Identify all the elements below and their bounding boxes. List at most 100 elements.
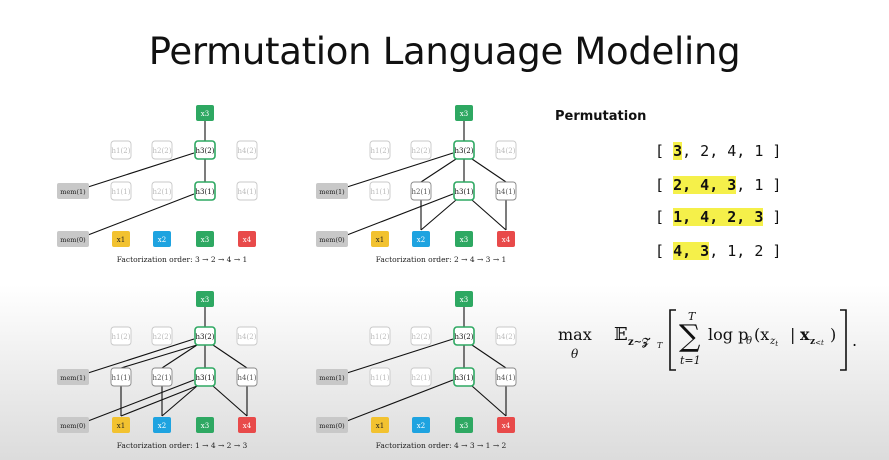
input-token-label: x2: [417, 422, 425, 430]
input-token-label: x3: [460, 236, 468, 244]
input-token-label: x2: [158, 236, 166, 244]
input-token: [196, 417, 214, 433]
memory-node: [57, 417, 89, 433]
formula-right-bracket: [840, 309, 847, 371]
hidden-state-label: h3(2): [196, 147, 215, 155]
hidden-state-node: [110, 181, 132, 201]
hidden-state-label: h2(2): [412, 147, 431, 155]
formula-term-args: (x: [754, 325, 769, 344]
svg-text:): ): [830, 325, 836, 344]
hidden-state-label: h1(1): [112, 188, 131, 196]
hidden-state-label: h3(2): [455, 147, 474, 155]
formula-sum-top: T: [688, 310, 697, 323]
hidden-state-label: h2(2): [412, 333, 431, 341]
memory-label: mem(0): [319, 236, 345, 244]
hidden-state-node: [194, 140, 216, 160]
hidden-state-node: [151, 367, 173, 387]
factorization-caption: Factorization order: 3 → 2 → 4 → 1: [117, 255, 248, 264]
memory-label: mem(0): [60, 236, 86, 244]
hidden-state-node: [495, 326, 517, 346]
hidden-state-node: [453, 367, 475, 387]
permutation-item: 1: [754, 142, 764, 160]
permutation-item: 2: [673, 176, 683, 194]
formula-trailing: .: [852, 331, 857, 350]
hidden-state-label: h3(2): [196, 333, 215, 341]
hidden-state-label: h3(1): [455, 188, 474, 196]
hidden-state-label: h2(2): [153, 147, 172, 155]
hidden-state-label: h4(2): [238, 333, 257, 341]
hidden-state-label: h3(2): [455, 333, 474, 341]
permutation-row-1: [ 3, 2, 4, 1 ]: [655, 142, 782, 160]
permutation-item: 2: [754, 242, 764, 260]
hidden-state-node: [410, 140, 432, 160]
input-token: [112, 231, 130, 247]
memory-node: [316, 417, 348, 433]
factorization-caption: Factorization order: 4 → 3 → 1 → 2: [376, 441, 507, 450]
hidden-state-node: [453, 181, 475, 201]
permutation-item: 3: [700, 242, 710, 260]
input-token: [196, 231, 214, 247]
hidden-state-node: [151, 326, 173, 346]
input-token: [238, 417, 256, 433]
permutation-item: 4: [700, 176, 710, 194]
factorization-caption: Factorization order: 2 → 4 → 3 → 1: [376, 255, 507, 264]
hidden-state-node: [369, 367, 391, 387]
target-node: [455, 291, 473, 307]
permutation-row-4: [ 4, 3, 1, 2 ]: [655, 242, 782, 260]
input-token: [153, 417, 171, 433]
input-token-label: x3: [201, 236, 209, 244]
input-token: [153, 231, 171, 247]
hidden-state-node: [110, 367, 132, 387]
memory-label: mem(1): [319, 374, 345, 382]
hidden-state-node: [236, 367, 258, 387]
memory-label: mem(1): [60, 188, 86, 196]
permutation-row-3: [ 1, 4, 2, 3 ]: [655, 208, 782, 226]
hidden-state-label: h1(2): [112, 147, 131, 155]
hidden-state-label: h3(1): [196, 188, 215, 196]
svg-text:x: x: [800, 325, 810, 344]
input-token-label: x4: [243, 236, 252, 244]
diagram-panel-2: x3h1(2)h2(2)h3(2)h4(2)h1(1)h2(1)h3(1)h4(…: [316, 105, 517, 264]
factorization-caption: Factorization order: 1 → 4 → 2 → 3: [117, 441, 248, 450]
hidden-state-node: [110, 140, 132, 160]
hidden-state-label: h4(2): [497, 333, 516, 341]
formula-expectation: 𝔼: [614, 324, 628, 345]
input-token: [455, 231, 473, 247]
memory-label: mem(1): [60, 374, 86, 382]
hidden-state-label: h2(1): [412, 374, 431, 382]
target-node: [196, 291, 214, 307]
permutation-heading: Permutation: [555, 109, 647, 124]
formula-expectation-sub: z∼𝒵: [628, 337, 651, 348]
hidden-state-node: [495, 181, 517, 201]
input-token-label: x1: [117, 422, 125, 430]
hidden-state-node: [194, 367, 216, 387]
hidden-state-label: h4(2): [497, 147, 516, 155]
hidden-state-node: [194, 326, 216, 346]
input-token-label: x1: [376, 422, 384, 430]
memory-node: [57, 369, 89, 385]
svg-text:zt: zt: [769, 336, 778, 348]
input-token-label: x2: [417, 236, 425, 244]
diagram-panel-1: x3h1(2)h2(2)h3(2)h4(2)h1(1)h2(1)h3(1)h4(…: [57, 105, 258, 264]
hidden-state-node: [453, 140, 475, 160]
target-node: [196, 105, 214, 121]
hidden-state-label: h4(1): [238, 188, 257, 196]
memory-node: [316, 369, 348, 385]
input-token-label: x2: [158, 422, 166, 430]
formula-expectation-sub-t: T: [657, 341, 663, 350]
memory-node: [316, 183, 348, 199]
permutation-item: 4: [700, 208, 710, 226]
memory-label: mem(0): [60, 422, 86, 430]
hidden-state-node: [236, 181, 258, 201]
formula-sum-bottom: t=1: [680, 354, 701, 367]
target-node-label: x3: [460, 296, 468, 304]
permutation-item: 2: [700, 142, 710, 160]
hidden-state-node: [236, 326, 258, 346]
input-token-label: x1: [117, 236, 125, 244]
memory-node: [57, 231, 89, 247]
hidden-state-node: [495, 367, 517, 387]
hidden-state-label: h1(2): [371, 147, 390, 155]
formula-sum: ∑: [679, 319, 701, 354]
hidden-state-label: h1(1): [371, 374, 390, 382]
